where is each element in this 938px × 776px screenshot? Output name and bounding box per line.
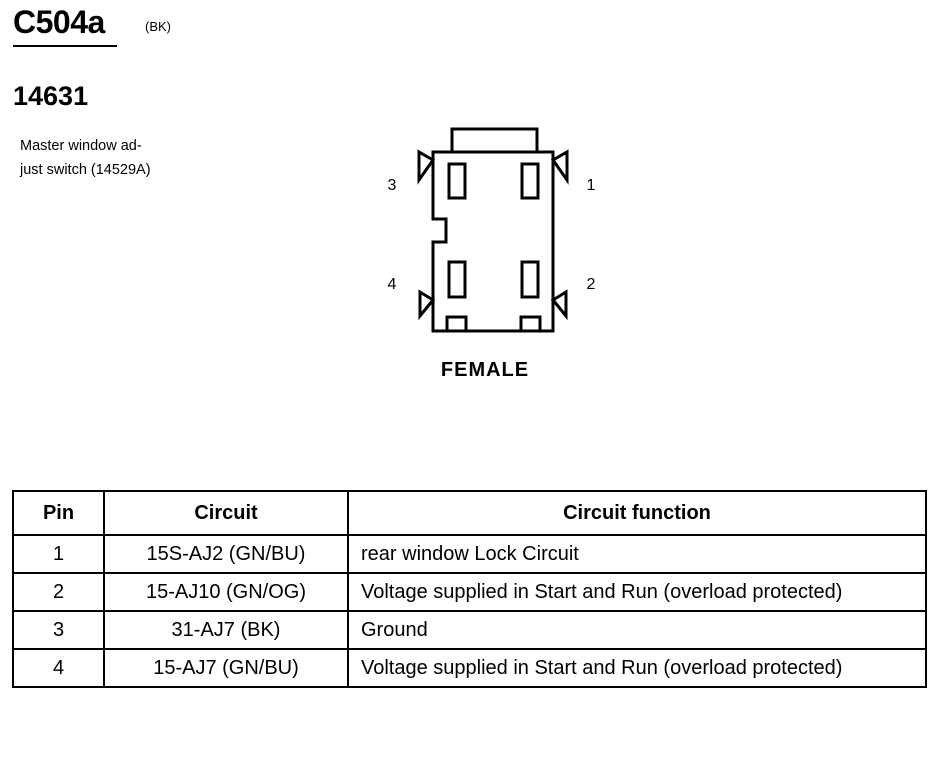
connector-latch-tab <box>450 127 539 154</box>
table-row: 1 15S-AJ2 (GN/BU) rear window Lock Circu… <box>12 534 927 574</box>
header-circuit: Circuit <box>103 490 349 536</box>
connector-id-underline <box>13 45 117 47</box>
bottom-cavity-right <box>519 315 542 333</box>
pin-label-1: 1 <box>587 177 596 194</box>
cell-circuit-function: rear window Lock Circuit <box>347 534 927 574</box>
cell-pin: 1 <box>12 534 105 574</box>
pin-label-3: 3 <box>388 177 397 194</box>
pin-cavity-2 <box>520 260 540 299</box>
pin-label-4: 4 <box>388 276 397 293</box>
table-header-row: Pin Circuit Circuit function <box>12 490 927 536</box>
component-description-line: just switch (14529A) <box>20 162 151 178</box>
connector-housing <box>431 150 555 333</box>
connector-face-diagram: 1 2 3 4 <box>388 127 596 333</box>
lock-wedge-right-bottom <box>550 289 568 321</box>
bottom-cavity-left <box>445 315 468 333</box>
cell-circuit: 31-AJ7 (BK) <box>103 610 349 650</box>
cell-circuit: 15-AJ7 (GN/BU) <box>103 648 349 688</box>
component-description-line: Master window ad- <box>20 138 142 154</box>
pin-cavity-3 <box>447 162 467 200</box>
header-circuit-function: Circuit function <box>347 490 927 536</box>
lock-wedge-right-top <box>550 149 569 185</box>
lock-wedge-left-top <box>417 149 436 185</box>
cell-circuit: 15S-AJ2 (GN/BU) <box>103 534 349 574</box>
component-description: Master window ad- just switch (14529A) <box>20 134 220 182</box>
lock-wedge-left-bottom <box>418 289 436 321</box>
cell-pin: 4 <box>12 648 105 688</box>
cell-circuit: 15-AJ10 (GN/OG) <box>103 572 349 612</box>
pin-cavity-1 <box>520 162 540 200</box>
cell-pin: 3 <box>12 610 105 650</box>
connector-gender-label: FEMALE <box>440 359 530 381</box>
table-row: 3 31-AJ7 (BK) Ground <box>12 610 927 650</box>
cell-circuit-function: Ground <box>347 610 927 650</box>
table-row: 4 15-AJ7 (GN/BU) Voltage supplied in Sta… <box>12 648 927 688</box>
header-pin: Pin <box>12 490 105 536</box>
table-row: 2 15-AJ10 (GN/OG) Voltage supplied in St… <box>12 572 927 612</box>
pin-function-table: Pin Circuit Circuit function 1 15S-AJ2 (… <box>12 490 927 688</box>
pin-cavity-4 <box>447 260 467 299</box>
connector-color: (BK) <box>145 19 171 34</box>
part-number: 14631 <box>13 81 89 111</box>
connector-id: C504a <box>13 4 105 40</box>
cell-circuit-function: Voltage supplied in Start and Run (overl… <box>347 572 927 612</box>
cell-circuit-function: Voltage supplied in Start and Run (overl… <box>347 648 927 688</box>
cell-pin: 2 <box>12 572 105 612</box>
pin-label-2: 2 <box>587 276 596 293</box>
